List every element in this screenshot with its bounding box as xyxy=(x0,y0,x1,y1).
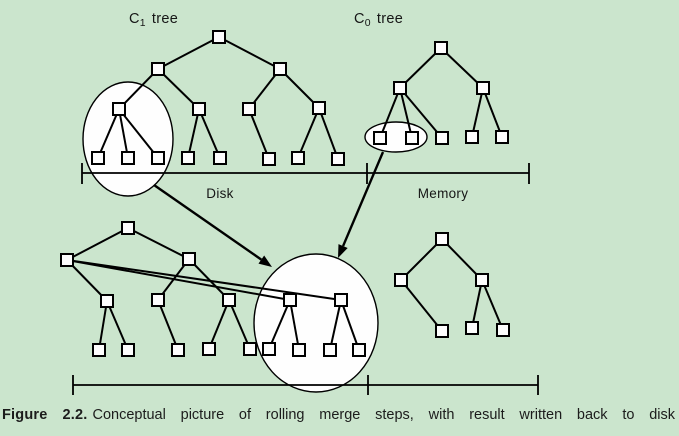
c0-tree-node xyxy=(476,81,490,95)
figure-caption-number: Figure 2.2. xyxy=(2,407,88,423)
merged-disk-tree-node xyxy=(334,293,348,307)
c0-tree-node xyxy=(465,130,479,144)
merge-arrow-from-c1 xyxy=(153,184,263,261)
new-c0-tree-edge xyxy=(400,279,443,332)
new-c0-tree-node xyxy=(435,232,449,246)
c1-migrating-nodes-ellipse xyxy=(82,81,174,197)
c0-tree-node xyxy=(373,131,387,145)
merged-disk-tree-node xyxy=(222,293,236,307)
c1-tree-edge xyxy=(248,108,270,160)
merged-disk-tree-node xyxy=(60,253,74,267)
merged-disk-tree-node xyxy=(151,293,165,307)
c1-tree-node xyxy=(331,152,345,166)
new-c0-tree-edge xyxy=(471,279,483,329)
c1-tree-edge xyxy=(187,108,200,159)
figure-caption-text: Conceptual picture of rolling merge step… xyxy=(92,407,675,423)
merge-arrow-from-c0-head xyxy=(338,244,348,258)
c1-tree-node xyxy=(212,30,226,44)
c1-tree-edge xyxy=(157,36,220,70)
new-c0-tree-node xyxy=(394,273,408,287)
c1-tree-label-part: tree xyxy=(152,11,178,27)
merged-disk-tree-node xyxy=(182,252,196,266)
c0-tree-edge xyxy=(399,87,413,139)
c0-tree-label-part: tree xyxy=(377,11,403,27)
c1-tree-node xyxy=(262,152,276,166)
merged-disk-tree-node xyxy=(262,342,276,356)
merged-disk-tree-node xyxy=(202,342,216,356)
c1-tree-edge xyxy=(97,108,120,159)
merged-disk-tree-node xyxy=(92,343,106,357)
merged-disk-tree-node xyxy=(100,294,114,308)
new-c0-tree-node xyxy=(496,323,510,337)
merged-disk-tree-edge xyxy=(98,300,108,351)
memory-label-part: Memory xyxy=(418,186,469,201)
c1-tree-node xyxy=(192,102,206,116)
c1-tree-node xyxy=(213,151,227,165)
figure-caption: Figure 2.2.Conceptual picture of rolling… xyxy=(0,403,679,423)
c0-tree-edge xyxy=(482,87,503,138)
disk-label-part: Disk xyxy=(206,186,233,201)
merged-disk-tree-node xyxy=(292,343,306,357)
new-c0-tree-node xyxy=(465,321,479,335)
c1-tree-node xyxy=(151,151,165,165)
c1-tree-edge xyxy=(218,36,281,70)
c0-tree-edge xyxy=(471,87,484,138)
merge-arrow-from-c0 xyxy=(341,151,385,247)
merged-disk-tree-edge xyxy=(329,299,342,351)
merged-disk-tree-edge xyxy=(106,300,129,351)
c0-tree-label-part: 0 xyxy=(365,18,371,29)
merged-disk-tree-edge xyxy=(157,299,179,351)
c1-tree-label-part: 1 xyxy=(140,18,146,29)
merged-disk-tree-edge xyxy=(340,299,360,351)
c1-tree-edge xyxy=(318,107,339,160)
c0-tree-node xyxy=(393,81,407,95)
merged-disk-tree-edge xyxy=(66,259,291,301)
c0-tree-edge xyxy=(399,87,443,139)
c1-tree-node xyxy=(312,101,326,115)
c1-tree-node xyxy=(112,102,126,116)
c1-tree-edge xyxy=(118,108,129,159)
c1-tree-edge xyxy=(297,107,320,159)
c1-tree-node xyxy=(91,151,105,165)
merged-disk-tree-edge xyxy=(289,299,300,351)
c1-tree-node xyxy=(121,151,135,165)
c0-tree-edge xyxy=(379,87,401,139)
c1-tree-node xyxy=(151,62,165,76)
merge-result-ellipse xyxy=(253,253,379,393)
memory-label: Memory xyxy=(418,186,469,201)
merge-arrow-from-c1-head xyxy=(258,255,272,267)
merged-disk-tree-node xyxy=(121,343,135,357)
c1-tree-node xyxy=(181,151,195,165)
c1-tree-label: C1 tree xyxy=(129,11,178,29)
merged-disk-tree-edge xyxy=(127,227,190,260)
c1-tree-node xyxy=(273,62,287,76)
c1-tree-node xyxy=(291,151,305,165)
new-c0-tree-edge xyxy=(481,279,504,331)
c1-tree-edge xyxy=(198,108,221,159)
c0-tree-label: C0 tree xyxy=(354,11,403,29)
c0-tree-node xyxy=(435,131,449,145)
disk-label: Disk xyxy=(206,186,233,201)
c0-tree-node xyxy=(405,131,419,145)
merged-disk-tree-node xyxy=(243,342,257,356)
c1-tree-edge xyxy=(118,108,159,159)
merged-disk-tree-edge xyxy=(208,299,230,350)
merged-disk-tree-node xyxy=(121,221,135,235)
merged-disk-tree-edge xyxy=(268,299,291,350)
merged-disk-tree-node xyxy=(171,343,185,357)
merged-disk-tree-node xyxy=(323,343,337,357)
merged-disk-tree-node xyxy=(352,343,366,357)
merged-disk-tree-node xyxy=(283,293,297,307)
merged-disk-tree-edge xyxy=(228,299,251,350)
c0-tree-node xyxy=(434,41,448,55)
c0-tree-node xyxy=(495,130,509,144)
merged-disk-tree-edge xyxy=(66,227,129,261)
new-c0-tree-node xyxy=(475,273,489,287)
new-c0-tree-node xyxy=(435,324,449,338)
c1-tree-node xyxy=(242,102,256,116)
c0-tree-label-part: C xyxy=(354,11,365,27)
c1-tree-label-part: C xyxy=(129,11,140,27)
